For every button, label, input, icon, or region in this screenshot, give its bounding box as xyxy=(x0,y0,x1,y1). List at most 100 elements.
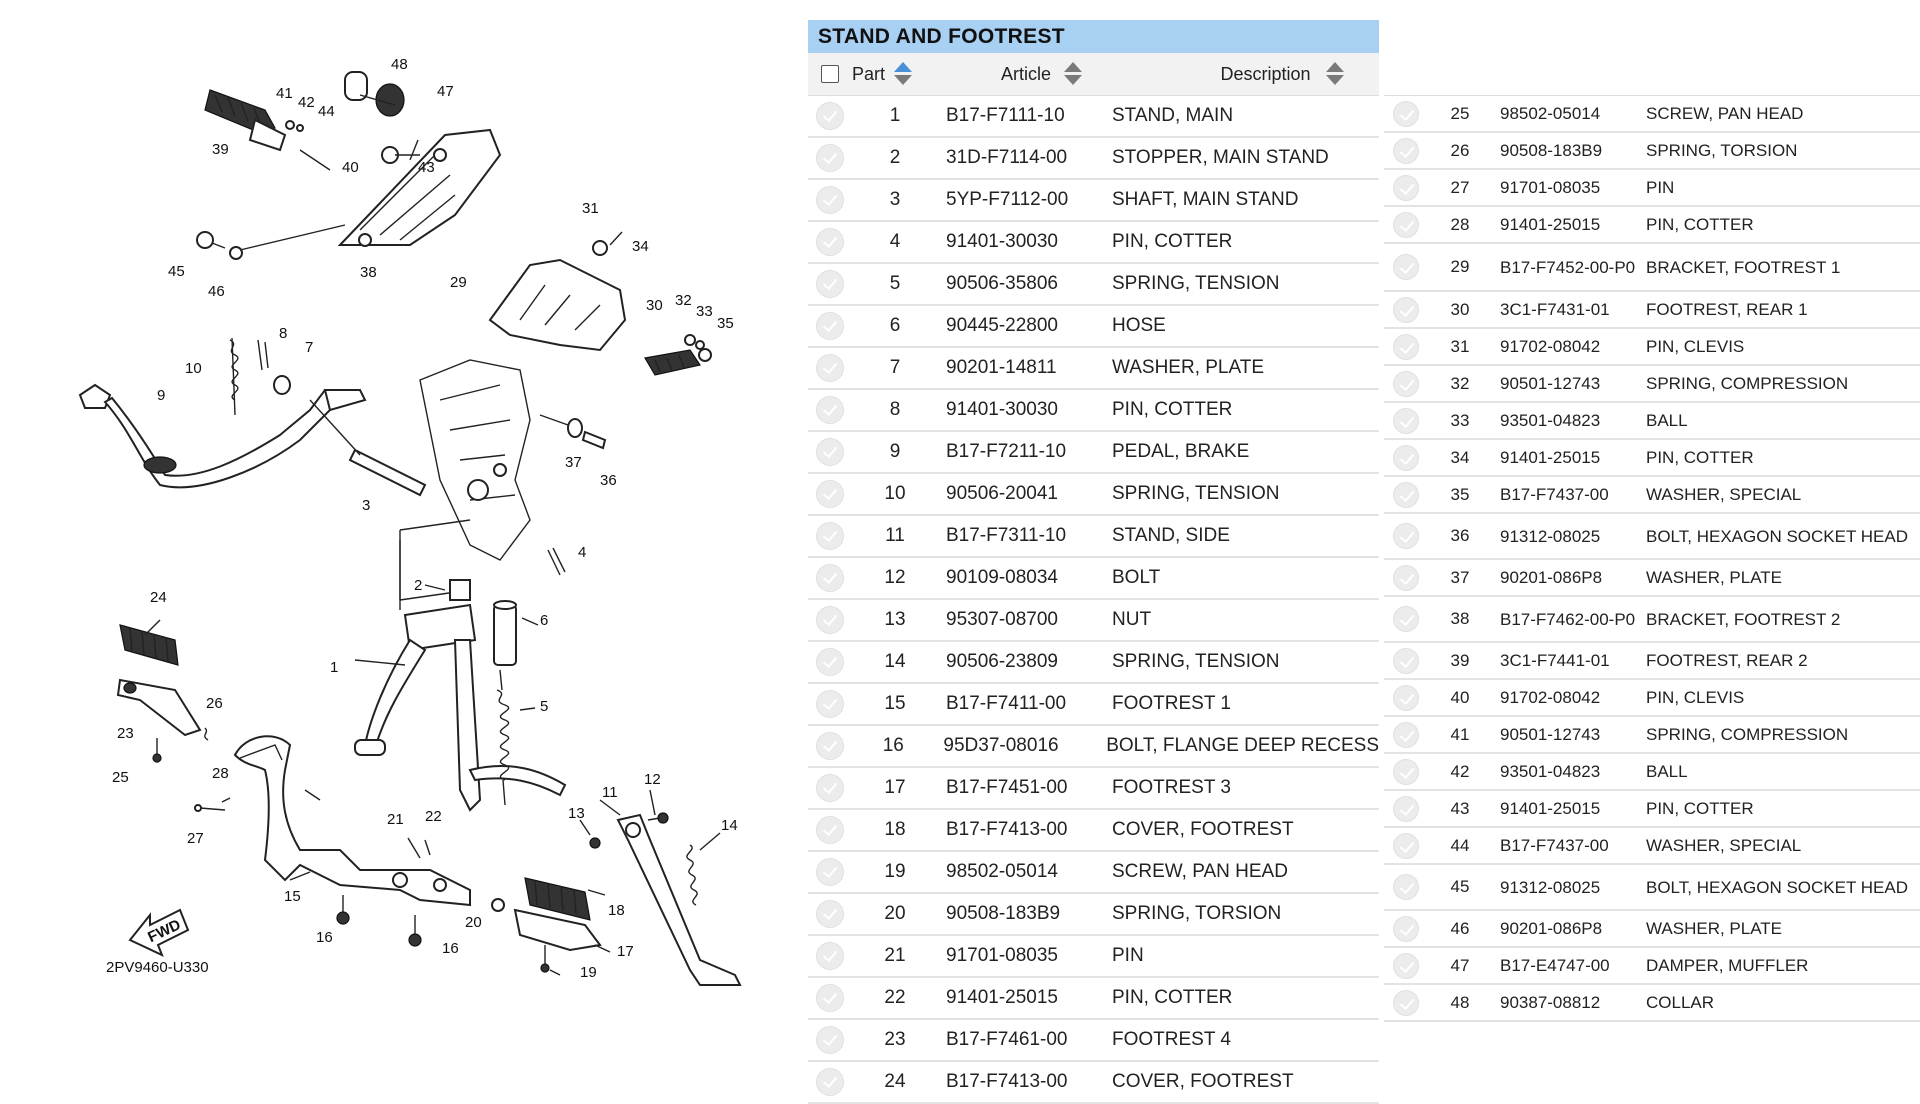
row-check-icon[interactable] xyxy=(1393,721,1419,748)
row-check-icon[interactable] xyxy=(1393,832,1419,859)
sort-arrows-icon[interactable] xyxy=(1323,61,1347,87)
row-check-icon[interactable] xyxy=(1393,523,1419,549)
row-check-icon[interactable] xyxy=(816,648,844,676)
row-check-icon[interactable] xyxy=(1393,758,1419,785)
row-check-icon[interactable] xyxy=(816,186,844,214)
row-check-icon[interactable] xyxy=(1393,407,1419,434)
row-check-icon[interactable] xyxy=(816,228,844,256)
row-check-icon[interactable] xyxy=(816,354,844,382)
row-check-icon[interactable] xyxy=(1393,606,1419,632)
row-check-icon[interactable] xyxy=(1393,333,1419,360)
row-check-icon[interactable] xyxy=(816,102,844,130)
row-check-icon[interactable] xyxy=(1393,137,1419,164)
row-check-icon[interactable] xyxy=(1393,952,1419,979)
row-check-icon[interactable] xyxy=(816,942,844,970)
row-check-icon[interactable] xyxy=(816,480,844,508)
row-check-icon[interactable] xyxy=(1393,254,1419,280)
row-check-icon[interactable] xyxy=(1393,915,1419,942)
row-check-icon[interactable] xyxy=(816,1068,844,1096)
description-column-header[interactable]: Description xyxy=(1128,61,1379,87)
sort-arrows-icon[interactable] xyxy=(1061,61,1085,87)
row-check-icon[interactable] xyxy=(816,396,844,424)
row-check-icon[interactable] xyxy=(1393,481,1419,508)
row-check-icon[interactable] xyxy=(1393,647,1419,674)
row-check-icon[interactable] xyxy=(816,144,844,172)
select-all-checkbox[interactable] xyxy=(821,65,839,83)
row-check-icon[interactable] xyxy=(1393,211,1419,238)
sort-arrows-icon[interactable] xyxy=(891,61,915,87)
row-check-icon[interactable] xyxy=(1393,684,1419,711)
row-check-icon[interactable] xyxy=(816,1026,844,1054)
row-check-icon[interactable] xyxy=(816,858,844,886)
row-check-icon[interactable] xyxy=(816,312,844,340)
row-check-icon[interactable] xyxy=(1393,370,1419,397)
row-check-icon[interactable] xyxy=(1393,564,1419,591)
row-check-icon[interactable] xyxy=(1393,174,1419,201)
row-check-icon[interactable] xyxy=(1393,100,1419,127)
part-column-header[interactable]: Part xyxy=(852,61,938,87)
row-check-icon[interactable] xyxy=(816,270,844,298)
row-check-icon[interactable] xyxy=(816,774,844,802)
row-check-icon[interactable] xyxy=(1393,989,1419,1016)
row-check-icon[interactable] xyxy=(1393,296,1419,323)
row-check-icon[interactable] xyxy=(1393,874,1419,900)
row-check-icon[interactable] xyxy=(816,984,844,1012)
row-check-icon[interactable] xyxy=(816,606,844,634)
row-check-icon[interactable] xyxy=(816,900,844,928)
row-check-icon[interactable] xyxy=(816,564,844,592)
row-check-icon[interactable] xyxy=(816,816,844,844)
row-check-icon[interactable] xyxy=(1393,444,1419,471)
row-check-icon[interactable] xyxy=(815,732,844,760)
row-check-icon[interactable] xyxy=(816,438,844,466)
row-check-icon[interactable] xyxy=(816,522,844,550)
article-column-header[interactable]: Article xyxy=(938,61,1128,87)
row-check-icon[interactable] xyxy=(1393,795,1419,822)
